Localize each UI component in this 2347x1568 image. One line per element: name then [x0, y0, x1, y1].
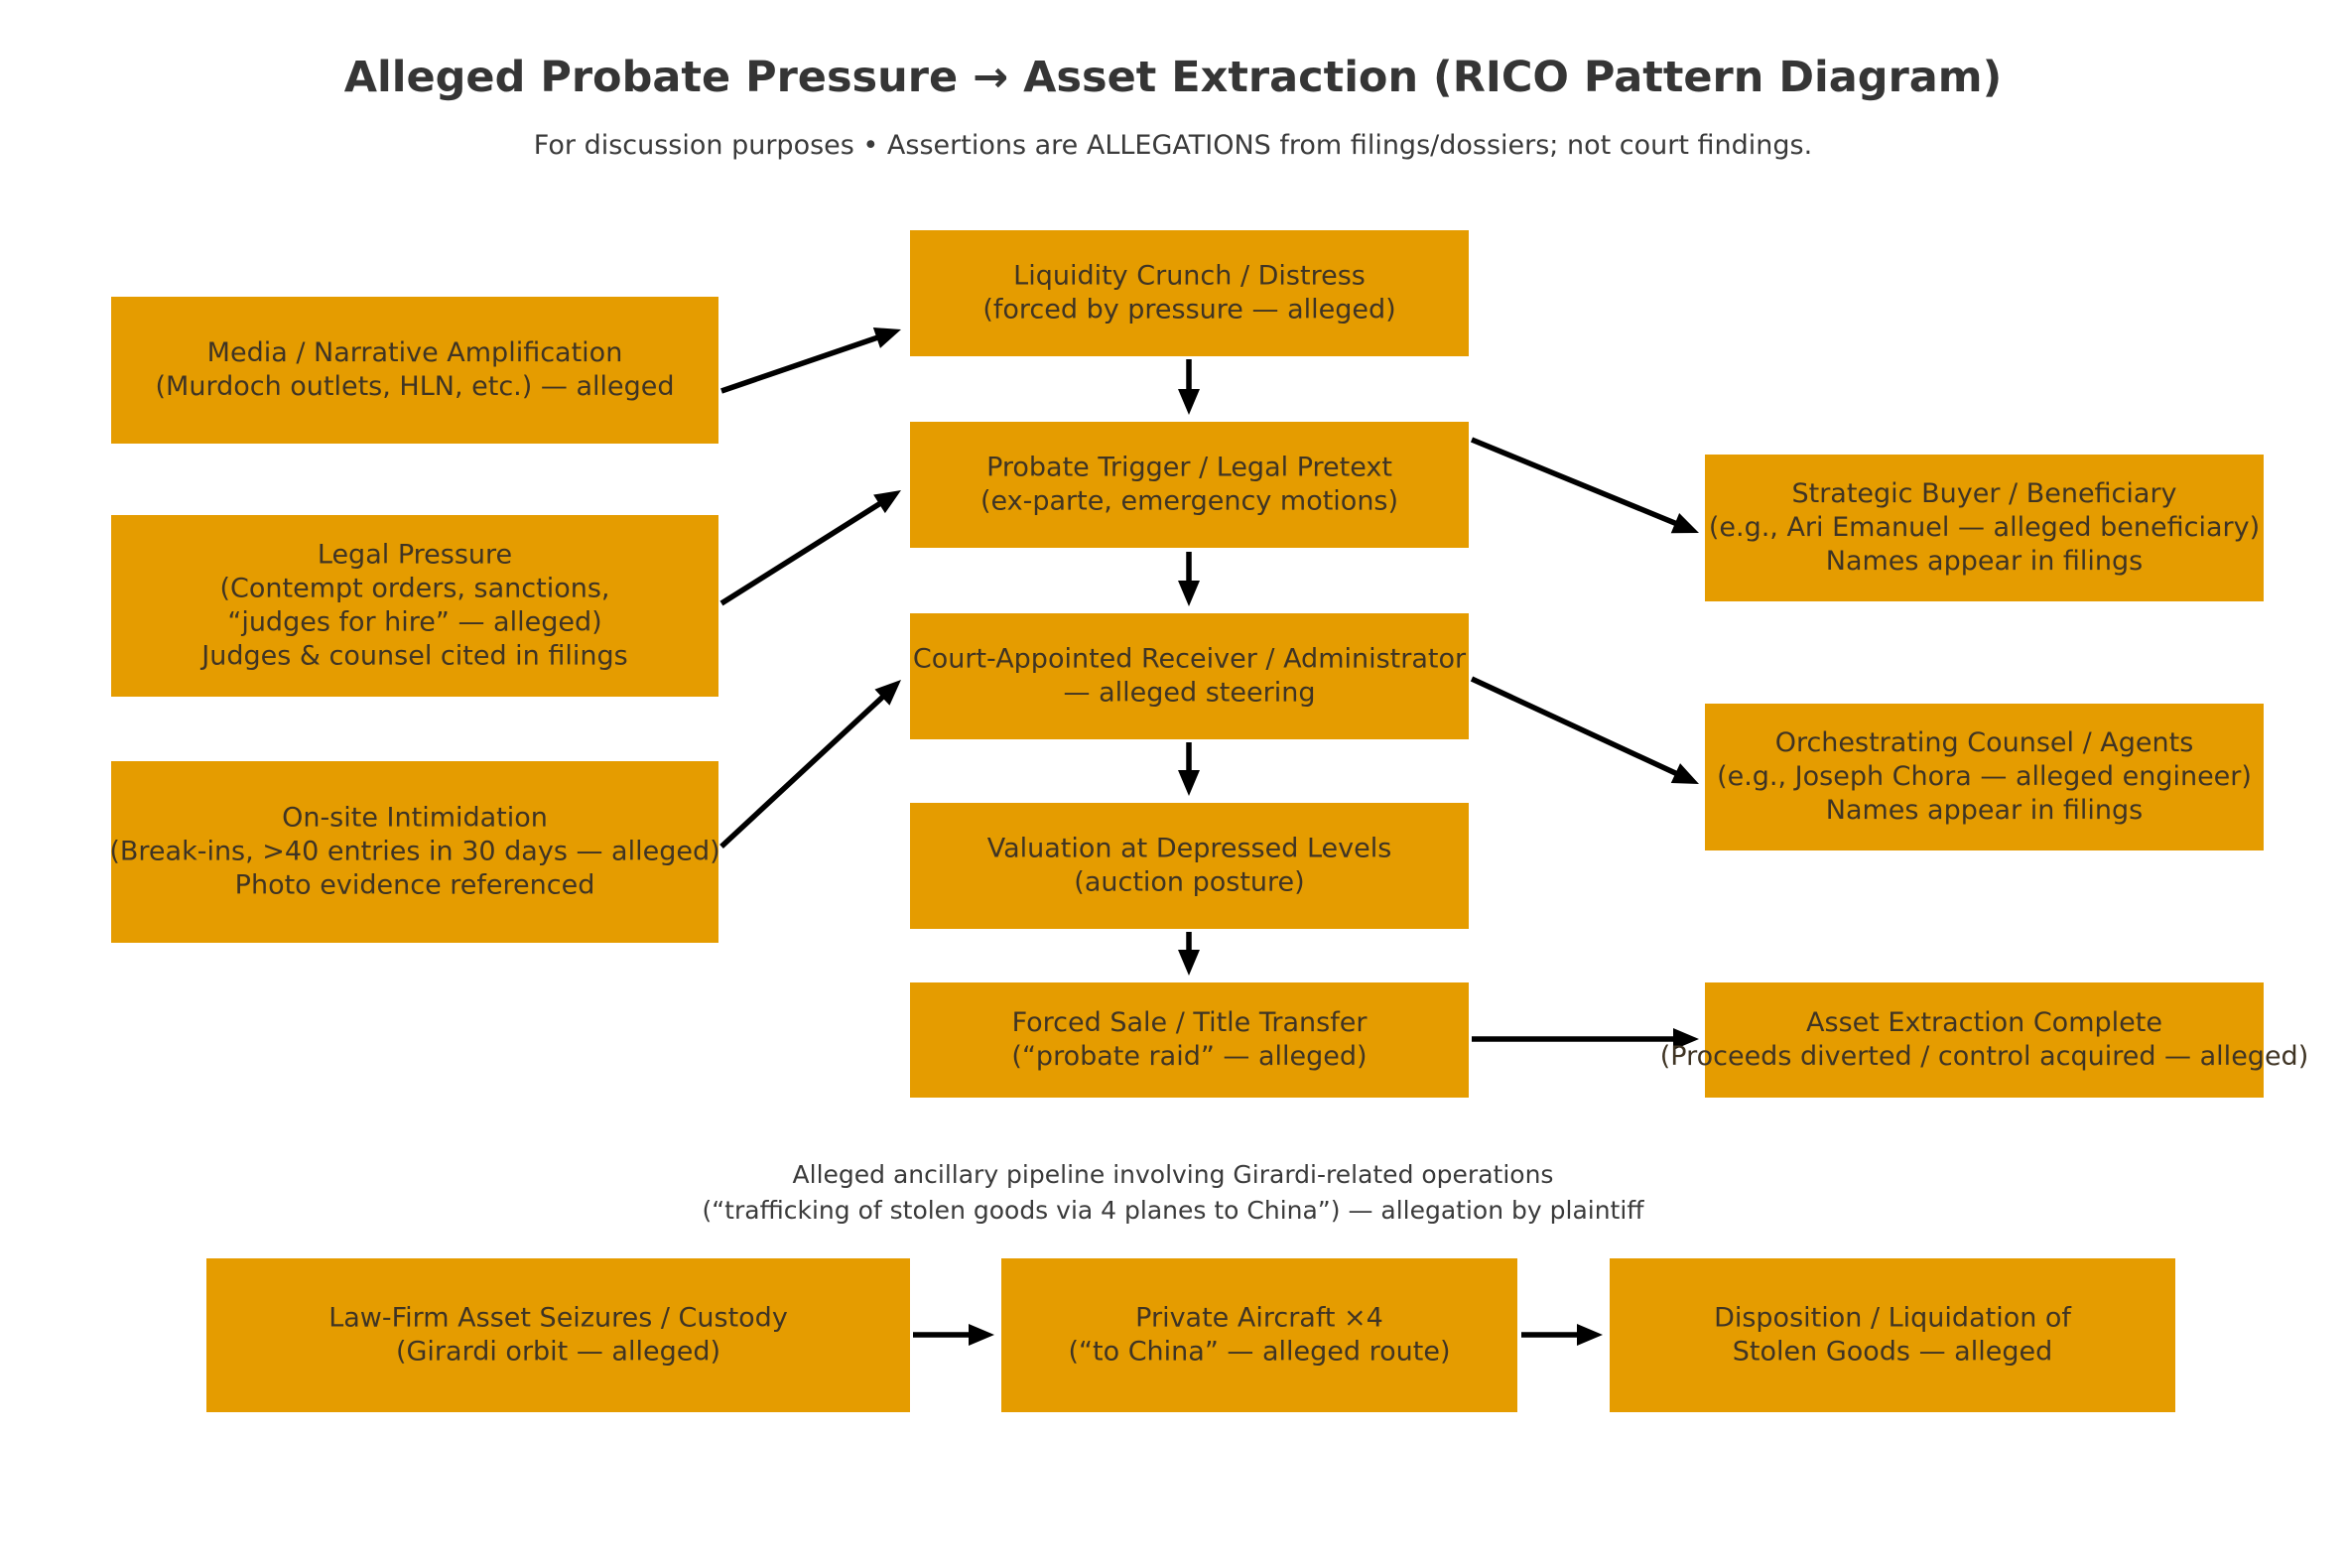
ancillary-caption-line1: Alleged ancillary pipeline involving Gir…	[793, 1160, 1554, 1189]
node-box[interactable]	[206, 1258, 910, 1412]
edges-layer	[719, 327, 1699, 1346]
node-box[interactable]	[910, 803, 1469, 929]
nodes-layer: Media / Narrative Amplification(Murdoch …	[109, 230, 2308, 1412]
node-label-line: Orchestrating Counsel / Agents	[1775, 727, 2194, 758]
node-box[interactable]	[910, 422, 1469, 548]
node-seizures[interactable]: Law-Firm Asset Seizures / Custody(Girard…	[206, 1258, 910, 1412]
node-box[interactable]	[910, 613, 1469, 739]
node-label-line: (“probate raid” — alleged)	[1011, 1041, 1367, 1072]
edge-media-to-liquidity	[720, 327, 901, 394]
node-box[interactable]	[111, 515, 718, 697]
node-label-line: Court-Appointed Receiver / Administrator	[913, 644, 1467, 675]
node-label-line: (“to China” — alleged route)	[1069, 1337, 1451, 1368]
node-counsel[interactable]: Orchestrating Counsel / Agents(e.g., Jos…	[1705, 704, 2264, 850]
node-label-line: — alleged steering	[1064, 678, 1316, 709]
node-label-line: Probate Trigger / Legal Pretext	[986, 453, 1392, 483]
node-label-line: On-site Intimidation	[282, 803, 548, 834]
edge-legal-to-probate	[719, 490, 901, 606]
node-label-line: Strategic Buyer / Beneficiary	[1791, 478, 2176, 509]
node-label-line: Stolen Goods — alleged	[1733, 1337, 2052, 1368]
node-legal_pressure[interactable]: Legal Pressure(Contempt orders, sanction…	[111, 515, 718, 697]
edge-line	[720, 332, 883, 394]
node-label-line: Legal Pressure	[318, 540, 512, 571]
node-label-line: (Murdoch outlets, HLN, etc.) — alleged	[156, 371, 675, 402]
node-box[interactable]	[1705, 982, 2264, 1098]
node-label-line: Liquidity Crunch / Distress	[1013, 261, 1366, 292]
edge-arrowhead	[1178, 770, 1200, 796]
node-label-line: (auction posture)	[1074, 867, 1304, 898]
edge-valuation-to-forcedsale	[1178, 932, 1200, 976]
node-probate[interactable]: Probate Trigger / Legal Pretext(ex-parte…	[910, 422, 1469, 548]
node-label-line: (Contempt orders, sanctions,	[220, 574, 610, 604]
node-intimidation[interactable]: On-site Intimidation(Break-ins, >40 entr…	[109, 761, 720, 943]
edge-arrowhead	[872, 327, 901, 348]
node-label-line: Private Aircraft ×4	[1135, 1303, 1383, 1334]
edge-line	[1470, 437, 1682, 528]
edge-liquidity-to-probate	[1178, 359, 1200, 415]
edge-arrowhead	[969, 1324, 994, 1346]
edge-line	[719, 498, 886, 606]
node-label-line: (ex-parte, emergency motions)	[980, 486, 1398, 517]
edge-receiver-to-valuation	[1178, 742, 1200, 796]
edge-seizures-to-aircraft	[913, 1324, 994, 1346]
node-strategic_buyer[interactable]: Strategic Buyer / Beneficiary(e.g., Ari …	[1705, 455, 2264, 601]
edge-arrowhead	[874, 680, 901, 706]
node-label-line: (Proceeds diverted / control acquired — …	[1660, 1041, 2308, 1072]
edge-arrowhead	[1178, 950, 1200, 976]
edge-aircraft-to-disposition	[1521, 1324, 1603, 1346]
node-box[interactable]	[111, 297, 718, 444]
edge-arrowhead	[1670, 512, 1699, 534]
node-media[interactable]: Media / Narrative Amplification(Murdoch …	[111, 297, 718, 444]
node-label-line: Disposition / Liquidation of	[1714, 1303, 2072, 1334]
edge-arrowhead	[1577, 1324, 1603, 1346]
node-label-line: (Break-ins, >40 entries in 30 days — all…	[109, 837, 719, 867]
edge-arrowhead	[1673, 1028, 1699, 1050]
node-label-line: Names appear in filings	[1826, 546, 2144, 577]
edge-line	[719, 691, 889, 849]
page-subtitle: For discussion purposes • Assertions are…	[534, 130, 1812, 161]
edge-arrowhead	[1670, 763, 1699, 784]
node-label-line: (e.g., Ari Emanuel — alleged beneficiary…	[1709, 512, 2260, 543]
ancillary-caption-line2: (“trafficking of stolen goods via 4 plan…	[702, 1196, 1644, 1225]
node-label-line: (e.g., Joseph Chora — alleged engineer)	[1717, 761, 2252, 792]
node-label-line: Photo evidence referenced	[235, 870, 595, 901]
edge-forcedsale-to-extraction	[1472, 1028, 1699, 1050]
node-liquidity[interactable]: Liquidity Crunch / Distress(forced by pr…	[910, 230, 1469, 356]
edge-arrowhead	[1178, 389, 1200, 415]
node-box[interactable]	[910, 230, 1469, 356]
node-label-line: “judges for hire” — alleged)	[227, 607, 601, 638]
node-box[interactable]	[111, 761, 718, 943]
edge-arrowhead	[873, 490, 901, 514]
node-box[interactable]	[1705, 704, 2264, 850]
node-label-line: Media / Narrative Amplification	[207, 337, 623, 368]
edge-probate-to-receiver	[1178, 552, 1200, 606]
node-label-line: (Girardi orbit — alleged)	[396, 1337, 720, 1368]
node-valuation[interactable]: Valuation at Depressed Levels(auction po…	[910, 803, 1469, 929]
edge-receiver-to-counsel	[1470, 676, 1699, 784]
edge-probate-to-buyer	[1470, 437, 1699, 534]
node-label-line: Names appear in filings	[1826, 795, 2144, 826]
node-label-line: Valuation at Depressed Levels	[987, 834, 1392, 864]
edge-line	[1470, 676, 1683, 779]
node-label-line: Judges & counsel cited in filings	[199, 641, 627, 672]
node-label-line: Law-Firm Asset Seizures / Custody	[328, 1303, 788, 1334]
node-label-line: (forced by pressure — alleged)	[982, 295, 1395, 326]
node-label-line: Forced Sale / Title Transfer	[1012, 1007, 1369, 1038]
node-box[interactable]	[1610, 1258, 2175, 1412]
node-box[interactable]	[1705, 455, 2264, 601]
edge-intimidation-to-receiver	[719, 680, 901, 849]
node-receiver[interactable]: Court-Appointed Receiver / Administrator…	[910, 613, 1469, 739]
node-forced_sale[interactable]: Forced Sale / Title Transfer(“probate ra…	[910, 982, 1469, 1098]
node-box[interactable]	[1001, 1258, 1517, 1412]
page-title: Alleged Probate Pressure → Asset Extract…	[344, 53, 2003, 102]
node-box[interactable]	[910, 982, 1469, 1098]
node-extraction[interactable]: Asset Extraction Complete(Proceeds diver…	[1660, 982, 2308, 1098]
edge-arrowhead	[1178, 581, 1200, 606]
node-aircraft[interactable]: Private Aircraft ×4(“to China” — alleged…	[1001, 1258, 1517, 1412]
node-label-line: Asset Extraction Complete	[1806, 1007, 2162, 1038]
